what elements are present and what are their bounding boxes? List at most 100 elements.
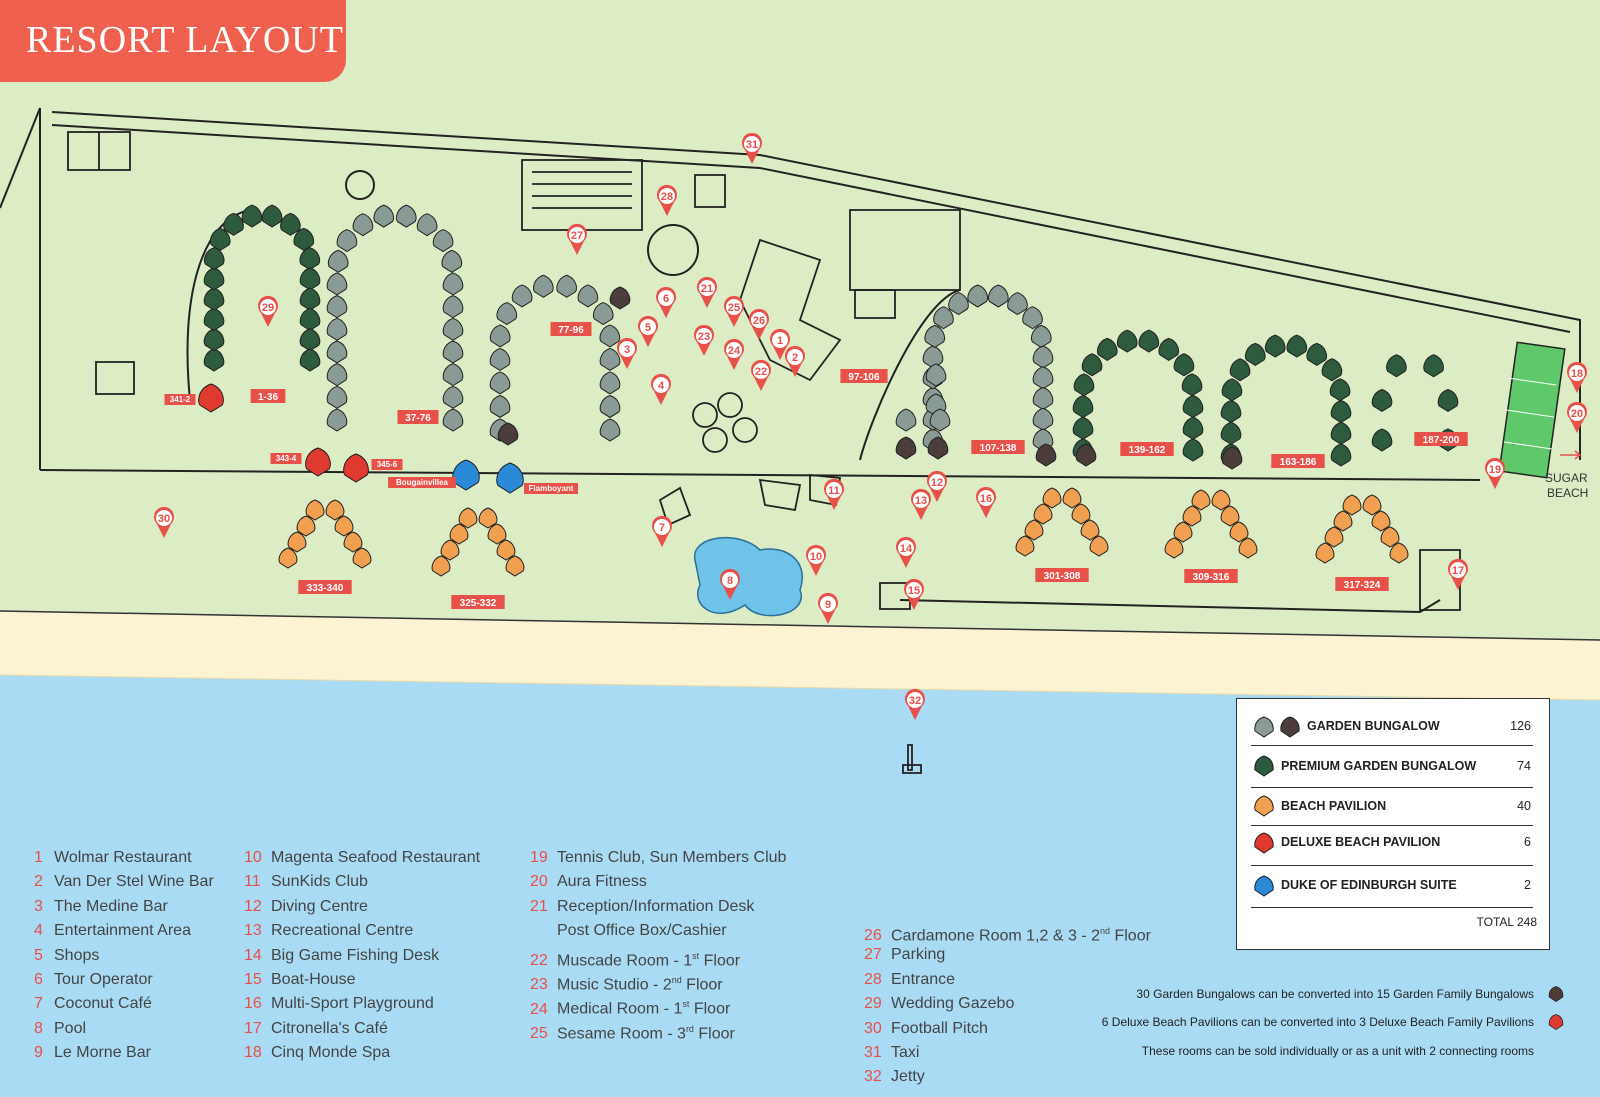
legend-label: Multi-Sport Playground: [271, 992, 434, 1016]
pin-number: 18: [1571, 368, 1583, 380]
legend-label-tail: Floor: [693, 1025, 735, 1043]
map-pin-32[interactable]: 32: [905, 688, 926, 720]
zone-tag-background: [388, 477, 456, 488]
bungalow-unit-icon: [497, 422, 519, 446]
zone-tag-background: [524, 483, 578, 494]
legend-label: Entertainment Area: [54, 919, 191, 943]
map-pin-3[interactable]: 3: [617, 337, 637, 369]
legend-number: 14: [244, 946, 262, 964]
map-pin-31[interactable]: 31: [741, 132, 762, 164]
bungalow-unit-icon: [1362, 494, 1382, 516]
legend-number: 7: [34, 995, 43, 1013]
bungalow-unit-icon: [261, 204, 283, 228]
map-pin-27[interactable]: 27: [567, 223, 587, 255]
pin-number: 31: [746, 139, 758, 151]
legend-label-text: Football Pitch: [891, 1019, 988, 1037]
legend-number: 29: [864, 995, 882, 1013]
legend-label-text: Medical Room - 1: [557, 1000, 683, 1018]
map-pin-8[interactable]: 8: [719, 568, 741, 600]
bungalow-unit-icon: [1081, 353, 1103, 377]
bungalow-unit-icon: [948, 292, 969, 316]
bungalow-unit-icon: [925, 363, 947, 387]
legend-number: 20: [530, 873, 548, 891]
map-pin-13[interactable]: 13: [911, 488, 931, 520]
map-pin-23[interactable]: 23: [694, 324, 714, 356]
map-pin-12[interactable]: 12: [926, 470, 947, 502]
pin-inner: [619, 341, 635, 357]
bungalow-unit-icon: [1097, 337, 1118, 361]
legend-number: 3: [34, 897, 43, 915]
map-pin-4[interactable]: 4: [651, 373, 671, 405]
zone-tag-label: 343-4: [276, 454, 297, 463]
map-pin-7[interactable]: 7: [651, 515, 672, 547]
map-pin-18[interactable]: 18: [1567, 361, 1587, 393]
pin-number: 9: [825, 599, 831, 611]
bungalow-unit-icon: [203, 307, 225, 332]
map-pin-30[interactable]: 30: [154, 506, 174, 538]
map-pin-15[interactable]: 15: [904, 578, 924, 610]
map-pin-26[interactable]: 26: [749, 308, 769, 340]
bungalow-unit-icon: [1306, 342, 1327, 366]
key-total: TOTAL 248: [1476, 915, 1537, 929]
legend-number: 25: [530, 1025, 548, 1043]
pin-inner: [1569, 365, 1585, 381]
map-pin-2[interactable]: 2: [785, 345, 806, 377]
legend-label: Wolmar Restaurant: [54, 846, 192, 870]
legend-label-text: SunKids Club: [271, 873, 368, 891]
map-pin-25[interactable]: 25: [724, 295, 745, 327]
legend-label-tail: Floor: [1110, 927, 1151, 945]
map-pin-6[interactable]: 6: [656, 286, 676, 318]
zone-tag-label: 301-308: [1044, 571, 1081, 582]
zone-tag-background: [397, 410, 439, 424]
map-pin-9[interactable]: 9: [818, 592, 838, 624]
map-pin-24[interactable]: 24: [724, 338, 745, 370]
legend-label: Jetty: [891, 1065, 925, 1089]
legend-label: Pool: [54, 1017, 86, 1041]
bungalow-unit-icon: [241, 204, 263, 228]
map-pin-20[interactable]: 20: [1567, 401, 1587, 433]
map-pin-14[interactable]: 14: [896, 536, 916, 568]
map-pin-21[interactable]: 21: [696, 276, 717, 308]
map-pin-1[interactable]: 1: [769, 328, 791, 360]
zone-tag-label: 325-332: [460, 598, 497, 609]
map-pin-19[interactable]: 19: [1485, 457, 1506, 489]
bungalow-unit-icon: [373, 204, 394, 228]
legend-label: Shops: [54, 944, 99, 968]
map-pin-29[interactable]: 29: [258, 295, 278, 327]
bungalow-unit-icon: [1315, 542, 1335, 564]
legend-label: Recreational Centre: [271, 919, 413, 943]
legend-label-text: Reception/Information Desk: [557, 897, 755, 915]
deluxe-family-leaf-icon: [1548, 1014, 1564, 1030]
map-pin-5[interactable]: 5: [638, 315, 658, 347]
pin-number: 10: [810, 551, 822, 563]
legend-number: 11: [244, 873, 261, 891]
bungalow-unit-icon: [396, 204, 417, 228]
bungalow-unit-icon: [442, 408, 464, 432]
map-pin-28[interactable]: 28: [656, 184, 677, 216]
map-pin-11[interactable]: 11: [824, 478, 844, 510]
map-pin-17[interactable]: 17: [1448, 558, 1468, 590]
bungalow-unit-icon: [458, 507, 478, 529]
map-pin-16[interactable]: 16: [976, 486, 996, 518]
pin-inner: [826, 482, 842, 498]
bungalow-unit-icon: [1321, 358, 1343, 382]
zone-tag-label: 1-36: [258, 392, 278, 403]
zone-tag-label: 187-200: [1423, 435, 1460, 446]
zone-tag-background: [270, 453, 302, 464]
map-pin-10[interactable]: 10: [806, 544, 827, 576]
pin-inner: [913, 492, 929, 508]
legend-label: Citronella's Café: [271, 1017, 388, 1041]
map-pin-22[interactable]: 22: [751, 359, 772, 391]
bungalow-unit-icon: [1221, 378, 1243, 402]
legend-label-text: Jetty: [891, 1068, 925, 1086]
